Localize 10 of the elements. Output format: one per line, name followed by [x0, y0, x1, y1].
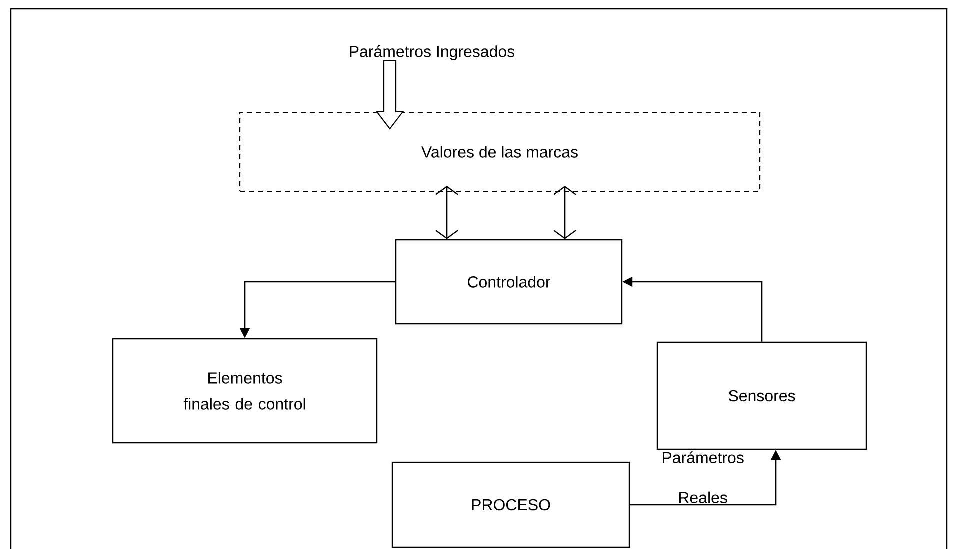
process-box: Controlador [395, 239, 623, 325]
input-label: Parámetros Ingresados [350, 45, 515, 61]
block-arrow [376, 60, 404, 130]
edge-label: Parámetros Reales [663, 452, 744, 504]
arrow [436, 186, 458, 240]
memory-box: Valores de las marcas [239, 112, 761, 192]
arrow [554, 186, 576, 240]
process-box: Sensores [656, 342, 868, 450]
process-box: Elementos finales de control [112, 338, 378, 444]
process-box: PROCESO [392, 462, 630, 548]
